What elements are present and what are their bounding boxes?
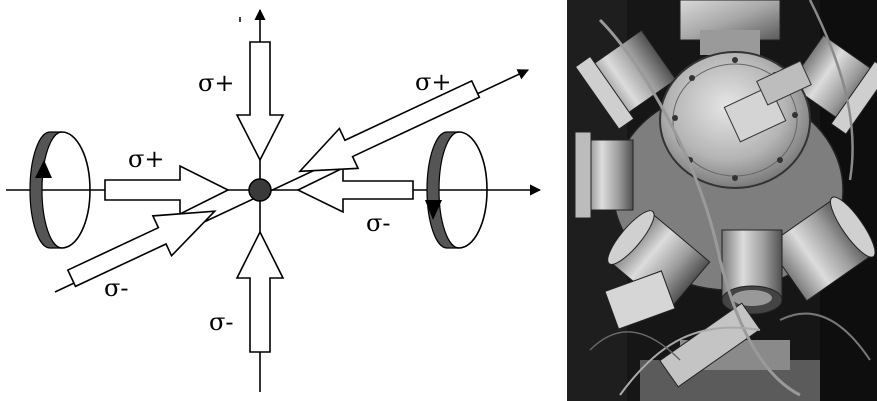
beam-arrow-diagonal-lower (62, 191, 224, 298)
label-beam-top: σ+ (198, 69, 235, 97)
beam-arrow-bottom (237, 232, 283, 352)
apparatus-photo (567, 0, 877, 401)
beam-arrow-top (237, 42, 283, 160)
atom-cloud (249, 179, 271, 201)
label-beam-right: σ- (366, 209, 391, 237)
mot-diagram: σ+ σ- σ+ σ- σ+ σ- (6, 10, 540, 392)
label-beam-bottom: σ- (209, 308, 234, 336)
label-beam-diagonal-lower: σ- (104, 274, 129, 302)
beam-arrow-diagonal-upper (291, 69, 485, 191)
label-beam-left: σ+ (128, 145, 165, 173)
label-beam-diagonal-upper: σ+ (415, 68, 452, 96)
beam-arrow-left (105, 166, 228, 214)
beam-arrow-right (298, 168, 413, 212)
